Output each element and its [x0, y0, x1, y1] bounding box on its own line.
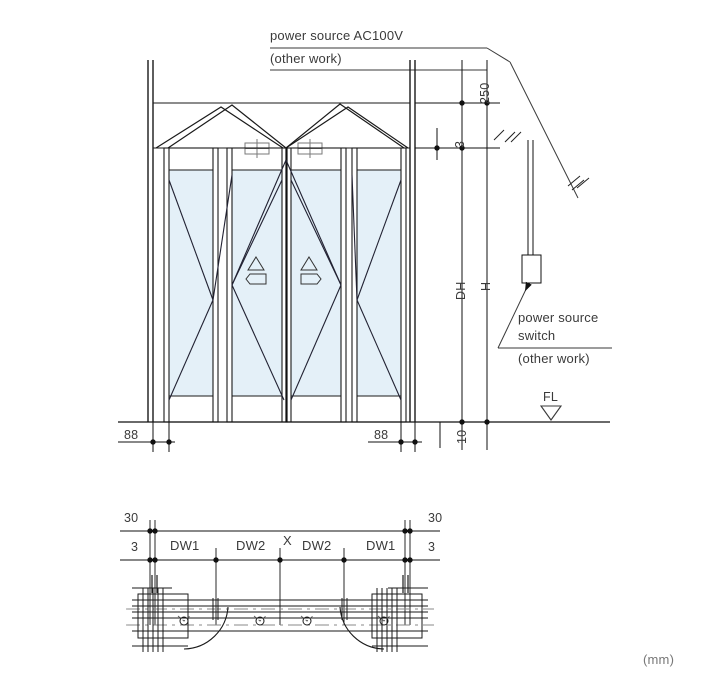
plan-dimension-x-label: X — [283, 533, 292, 548]
power-switch-label-line2: switch — [518, 328, 556, 343]
dimension-h-label: H — [479, 281, 493, 291]
floor-level-marker — [539, 405, 563, 421]
dimension-250-label: 250 — [478, 82, 492, 104]
plan-dimension-left-30-label: 30 — [124, 511, 139, 525]
plan-left-jamb — [132, 587, 189, 652]
dimension-right-88-label: 88 — [374, 428, 389, 442]
power-switch-other-work-label: (other work) — [518, 351, 590, 366]
door-handle-symbol-left — [245, 256, 267, 285]
plan-dimension-dw2-right-label: DW2 — [302, 538, 332, 553]
power-cable-hatch-upper — [567, 175, 590, 191]
plan-dimension-dw2-left-label: DW2 — [236, 538, 266, 553]
plan-dimension-dw1-right-label: DW1 — [366, 538, 396, 553]
fold-guide-lines — [155, 103, 409, 149]
elevation-view — [118, 47, 612, 452]
plan-dimension-left-3-label: 3 — [131, 540, 139, 554]
swing-indication-lines — [168, 159, 402, 401]
plan-dimension-right-30-label: 30 — [428, 511, 443, 525]
plan-dimension-right-3-label: 3 — [428, 540, 436, 554]
door-handle-symbol-right — [300, 256, 322, 285]
elevation-frame-lines — [147, 60, 416, 422]
plan-hinge-pivots — [179, 616, 389, 626]
dimension-3-label: 3 — [453, 140, 467, 148]
plan-hinge-dashes — [177, 615, 391, 622]
elevation-dimension-lines — [415, 60, 500, 450]
plan-dimension-dw1-left-label: DW1 — [170, 538, 200, 553]
door-glass-panels — [169, 170, 401, 396]
switch-wiring — [521, 140, 542, 284]
power-source-other-work-label: (other work) — [270, 51, 342, 66]
dimension-10-label: 10 — [455, 429, 469, 444]
bottom-88-dimensions — [118, 422, 422, 452]
plan-right-jamb — [371, 587, 428, 652]
dimension-dh-label: DH — [454, 281, 468, 300]
floor-level-label: FL — [543, 390, 558, 404]
plan-left-wall-tick — [151, 575, 158, 593]
power-source-leader — [270, 47, 579, 199]
power-switch-label-line1: power source — [518, 310, 599, 325]
unit-note-label: (mm) — [643, 652, 675, 667]
power-source-label: power source AC100V — [270, 28, 404, 43]
cable-hatch-marks — [493, 129, 522, 143]
plan-dimension-row-outer — [120, 528, 440, 534]
dimension-left-88-label: 88 — [124, 428, 139, 442]
plan-swing-arcs — [183, 606, 385, 650]
plan-view — [120, 520, 440, 652]
plan-right-wall-tick — [402, 575, 409, 593]
switch-leader — [497, 281, 612, 349]
